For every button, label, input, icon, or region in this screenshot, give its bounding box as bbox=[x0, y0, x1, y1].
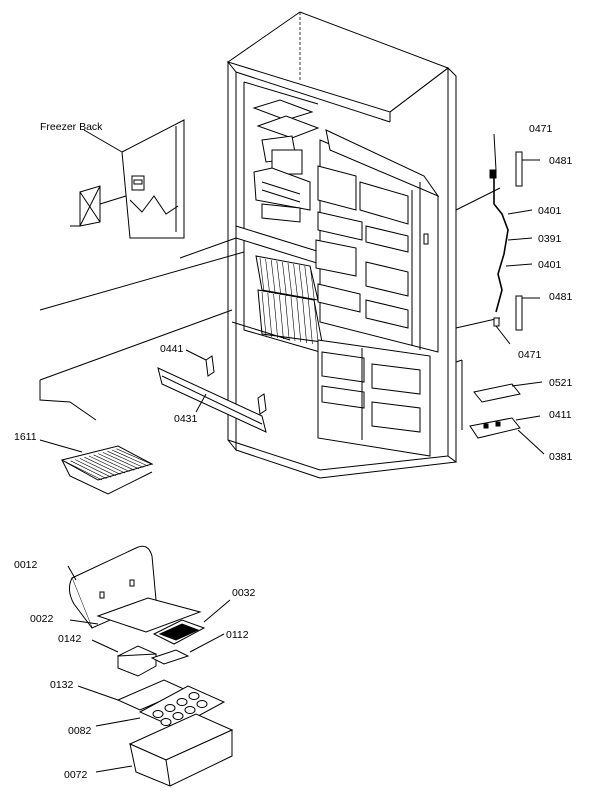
wire-shelf-1611 bbox=[39, 439, 154, 495]
label-0012: 0012 bbox=[14, 559, 38, 571]
label-0481-top: 0481 bbox=[549, 155, 573, 167]
ice-bucket-0142 bbox=[91, 639, 158, 677]
label-0521: 0521 bbox=[549, 377, 573, 389]
bracket-0112 bbox=[150, 633, 225, 665]
label-0082: 0082 bbox=[68, 725, 92, 737]
label-0401-bottom: 0401 bbox=[538, 259, 562, 271]
crisper-cover-frame bbox=[157, 349, 267, 433]
label-0032: 0032 bbox=[232, 587, 256, 599]
label-0471-bottom: 0471 bbox=[518, 349, 542, 361]
label-0471-top: 0471 bbox=[529, 123, 553, 135]
lower-door bbox=[317, 339, 431, 457]
door-shelf-bins bbox=[315, 165, 409, 329]
label-0401-top: 0401 bbox=[538, 205, 562, 217]
label-1611: 1611 bbox=[14, 431, 37, 443]
tray-cover-0032 bbox=[152, 599, 231, 645]
door-handle-trim bbox=[515, 151, 540, 331]
label-0431: 0431 bbox=[174, 413, 198, 425]
water-tube bbox=[489, 133, 533, 345]
lower-right-parts bbox=[469, 381, 545, 455]
freezer-wire-baskets bbox=[255, 255, 323, 346]
freezer-back-panel bbox=[121, 119, 185, 239]
ice-tray-0022 bbox=[69, 597, 202, 633]
label-0072: 0072 bbox=[64, 769, 88, 781]
egg-tray-0082 bbox=[95, 685, 226, 729]
label-0112: 0112 bbox=[226, 629, 249, 641]
label-0022: 0022 bbox=[30, 613, 54, 625]
label-0391: 0391 bbox=[538, 233, 562, 245]
label-0381: 0381 bbox=[549, 451, 573, 463]
fan-bracket bbox=[70, 185, 127, 227]
ice-maker-assembly bbox=[252, 99, 320, 223]
label-0441: 0441 bbox=[160, 343, 184, 355]
assembly-leader-lines bbox=[39, 187, 501, 430]
label-0142: 0142 bbox=[58, 633, 82, 645]
label-0132: 0132 bbox=[50, 679, 74, 691]
label-0481-bottom: 0481 bbox=[549, 291, 573, 303]
label-0411: 0411 bbox=[549, 409, 572, 421]
label-freezer-back: Freezer Back bbox=[40, 121, 103, 133]
storage-bin-0072 bbox=[95, 713, 234, 787]
refrigerator-cabinet bbox=[226, 11, 457, 479]
